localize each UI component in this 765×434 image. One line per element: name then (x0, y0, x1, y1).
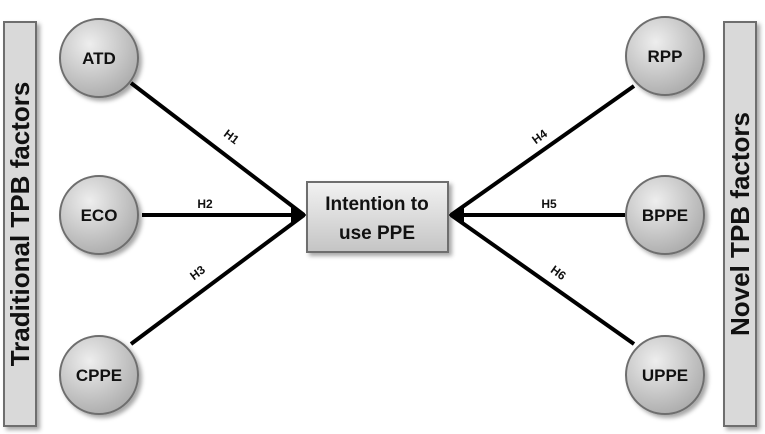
left-panel-box (3, 21, 37, 427)
edge-label-h1: H1 (221, 127, 242, 148)
edge-label-h4: H4 (529, 126, 550, 147)
node-cppe: CPPE (59, 335, 139, 415)
edge-label-h2: H2 (197, 197, 213, 211)
node-label-rpp: RPP (648, 47, 683, 66)
target-rect (306, 181, 449, 253)
edge-label-h6: H6 (548, 263, 569, 284)
target-label-line2: use PPE (339, 223, 415, 244)
arrowhead-right (448, 207, 464, 223)
edge-h6-line (449, 213, 636, 346)
target-box: Intention to use PPE (306, 181, 449, 253)
edge-h4-line (449, 84, 636, 217)
left-panel-label: Traditional TPB factors (5, 82, 35, 367)
node-label-bppe: BPPE (642, 206, 688, 225)
node-rpp: RPP (625, 16, 705, 96)
edge-label-h5: H5 (541, 197, 557, 211)
node-label-eco: ECO (81, 206, 118, 225)
right-side-panel: Novel TPB factors (723, 21, 757, 427)
right-panel-label: Novel TPB factors (725, 112, 755, 336)
node-uppe: UPPE (625, 335, 705, 415)
right-panel-box (723, 21, 757, 427)
node-eco: ECO (59, 175, 139, 255)
node-label-uppe: UPPE (642, 366, 688, 385)
edges (129, 81, 636, 346)
edge-label-h3: H3 (187, 262, 208, 283)
node-bppe: BPPE (625, 175, 705, 255)
arrowhead-left (291, 207, 307, 223)
target-label-line1: Intention to (325, 194, 428, 215)
edge-h3-line (129, 213, 306, 346)
left-side-panel: Traditional TPB factors (3, 21, 37, 427)
node-atd: ATD (59, 18, 139, 98)
node-label-cppe: CPPE (76, 366, 122, 385)
node-label-atd: ATD (82, 49, 116, 68)
edge-h1-line (129, 81, 306, 217)
